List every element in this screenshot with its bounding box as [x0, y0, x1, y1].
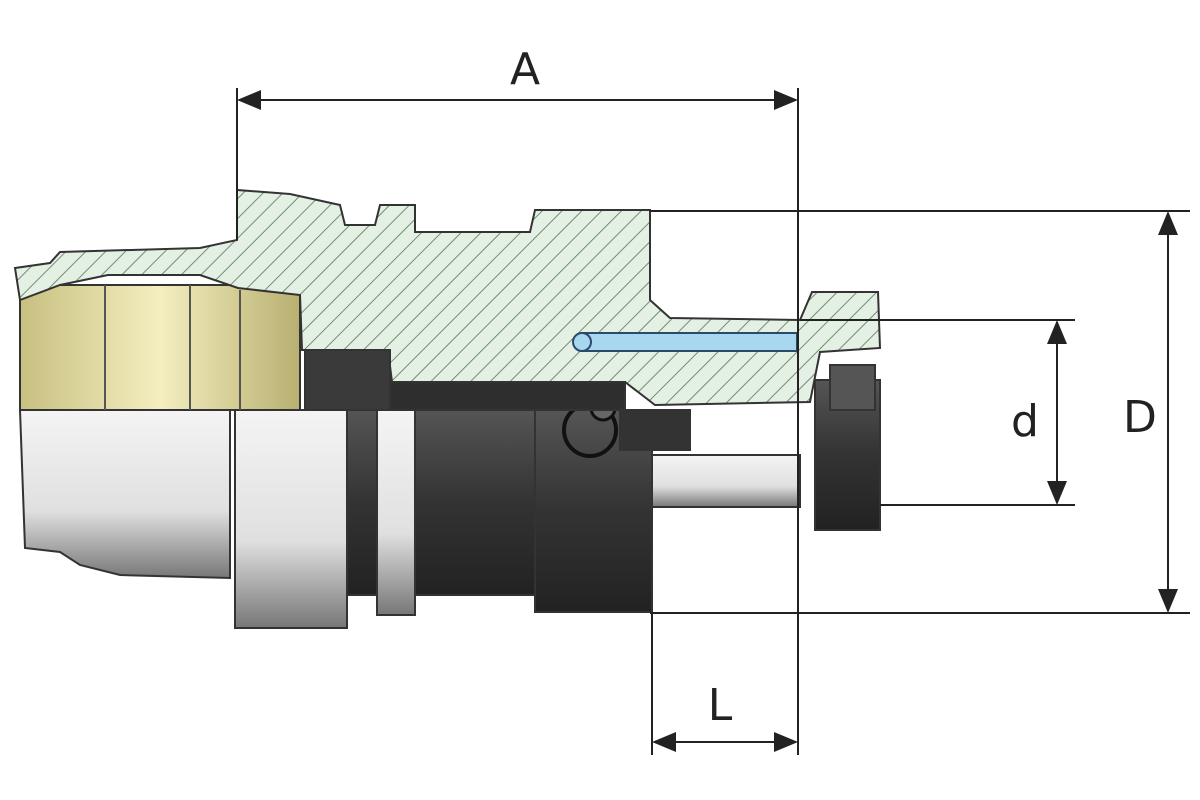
spindle-nose: [651, 454, 801, 508]
clamp-ear: [619, 409, 691, 451]
shank-lower: [18, 409, 231, 580]
coolant-pin-head: [572, 332, 592, 352]
body-dark-lower: [414, 409, 536, 596]
dimension-label-D: D: [1123, 392, 1157, 443]
dimension-label-d: d: [1011, 396, 1039, 447]
collar-lower: [234, 409, 348, 629]
nut-upper: [829, 364, 876, 411]
yellow-thread-section: [19, 284, 301, 411]
groove-ring: [346, 409, 378, 596]
dark-bore-2: [389, 381, 626, 411]
dark-bore: [304, 349, 391, 411]
dimension-label-A: A: [510, 44, 540, 95]
coolant-pin: [581, 332, 798, 352]
flange-ring: [376, 409, 416, 616]
dimension-label-L: L: [708, 680, 733, 731]
